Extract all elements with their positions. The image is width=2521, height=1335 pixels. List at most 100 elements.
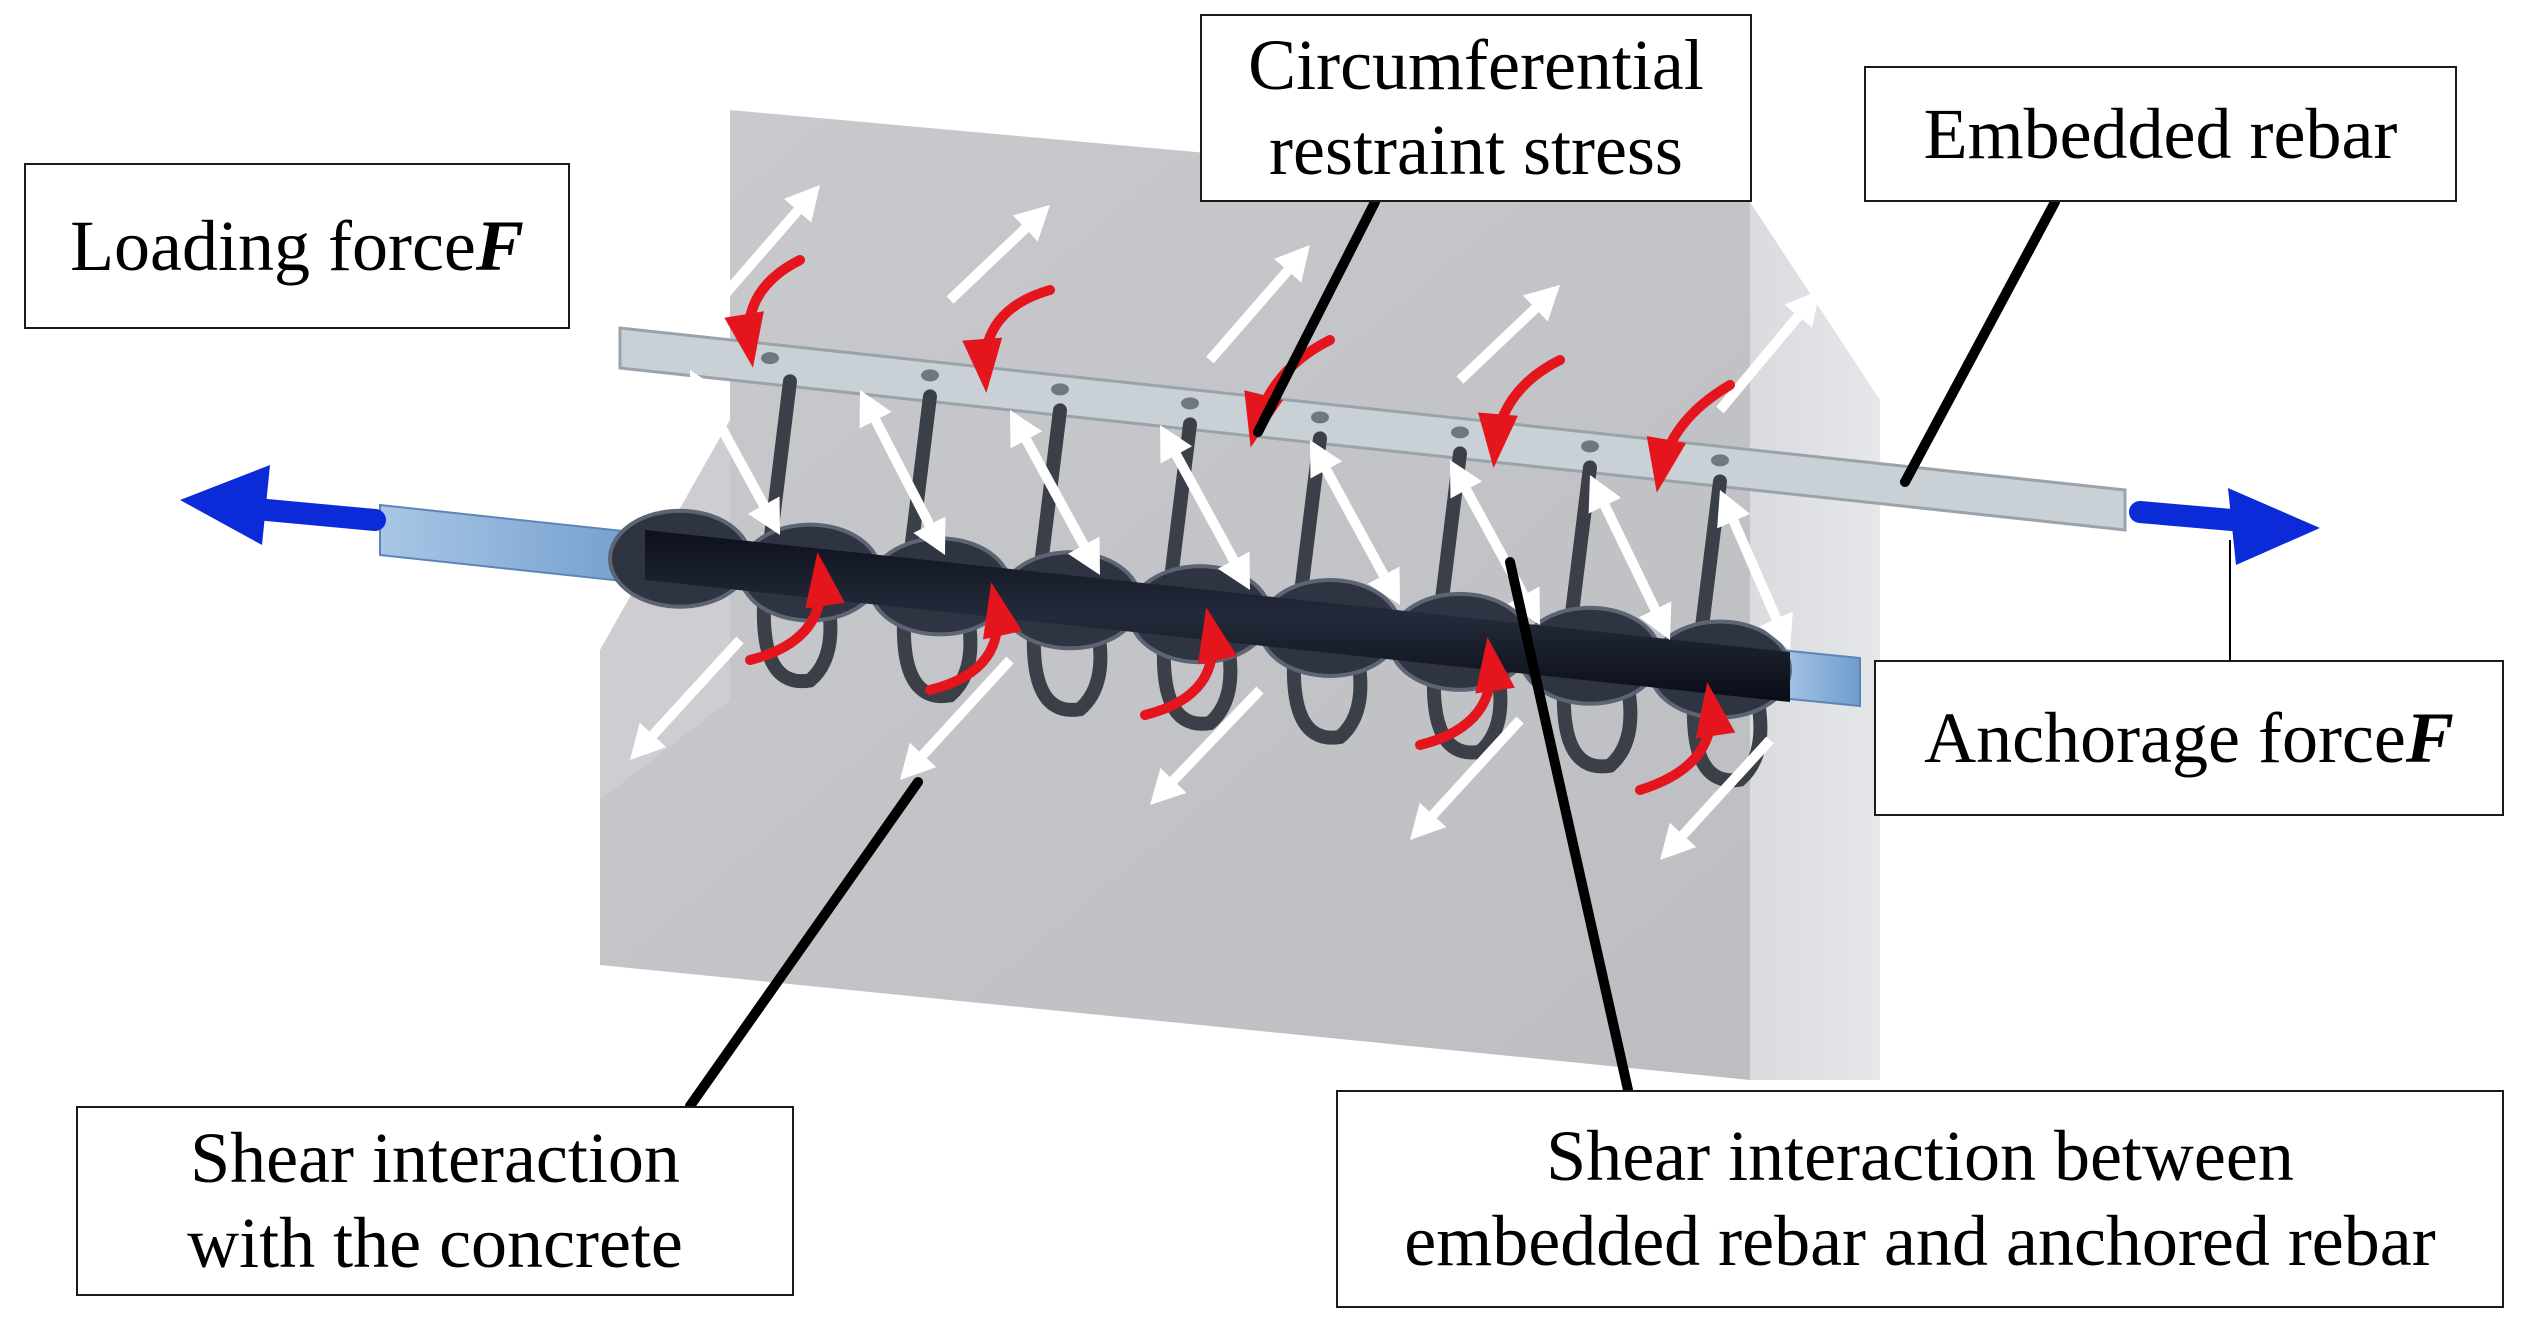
rotation-arrow bbox=[1140, 607, 1238, 720]
stress-arrow-shaft bbox=[868, 412, 937, 533]
rotation-arrow-head bbox=[1646, 436, 1687, 493]
stress-arrow-head bbox=[1160, 425, 1193, 464]
stress-arrow-head bbox=[1410, 802, 1447, 840]
embedded-rebar-plate bbox=[618, 326, 2127, 532]
plate-hole bbox=[1581, 440, 1599, 453]
stress-arrow-shaft bbox=[1716, 308, 1806, 414]
concrete-block-side bbox=[1750, 202, 1880, 1080]
stress-arrow-head bbox=[1067, 536, 1100, 575]
plate-hole bbox=[761, 352, 779, 365]
plate-hole bbox=[1181, 397, 1199, 410]
anchorage-force-arrow bbox=[2129, 488, 2320, 565]
stress-arrow-head bbox=[913, 516, 946, 555]
stress-arrow bbox=[690, 370, 780, 535]
stress-arrow-head bbox=[1010, 410, 1043, 449]
anchored-rebar-core bbox=[645, 530, 1790, 702]
anchorage-force-symbol: F bbox=[2405, 697, 2454, 778]
rotation-arrow-head bbox=[805, 552, 845, 609]
leader-circumferential bbox=[1253, 197, 1380, 437]
stress-arrow bbox=[1588, 475, 1672, 640]
stress-arrow-shaft bbox=[1726, 513, 1784, 627]
stress-arrow-head bbox=[1367, 566, 1400, 605]
stress-arrow-shaft bbox=[1019, 432, 1091, 553]
stress-arrow bbox=[1717, 490, 1793, 650]
leader-lines bbox=[685, 197, 2231, 1111]
stress-arrow-shaft bbox=[1165, 686, 1264, 789]
stress-arrow-head bbox=[1717, 490, 1751, 529]
circumferential-stress-text: Circumferential restraint stress bbox=[1248, 25, 1704, 190]
stress-arrow-shaft bbox=[1675, 736, 1774, 843]
embedded-rebar-label: Embedded rebar bbox=[1864, 66, 2457, 202]
rotation-arrow bbox=[1415, 637, 1515, 750]
rotation-arrow bbox=[1478, 355, 1565, 468]
leader-embedded-rebar bbox=[1900, 197, 2060, 487]
stress-arrow bbox=[1206, 245, 1310, 364]
rotation-arrow-head bbox=[724, 311, 764, 368]
stress-arrow bbox=[1150, 686, 1264, 805]
stress-arrow-head bbox=[1274, 245, 1310, 283]
leader-shear-rebars bbox=[1505, 557, 1633, 1095]
shear-concrete-label: Shear interaction with the concrete bbox=[76, 1106, 794, 1296]
stress-arrow-shaft bbox=[1597, 498, 1663, 617]
stress-arrow bbox=[1010, 410, 1100, 575]
shear-rebars-label: Shear interaction between embedded rebar… bbox=[1336, 1090, 2504, 1308]
stress-arrow-shaft bbox=[1169, 447, 1241, 568]
stress-arrow-head bbox=[1012, 205, 1050, 242]
stress-arrow-shaft bbox=[645, 636, 744, 743]
stress-arrow-head bbox=[900, 742, 937, 780]
stress-arrow-shaft bbox=[1425, 716, 1524, 823]
stress-arrow-head bbox=[859, 390, 892, 429]
stress-arrow-shaft bbox=[1206, 262, 1296, 364]
rotation-arrow-head bbox=[1197, 607, 1238, 665]
rotation-arrow bbox=[962, 285, 1055, 393]
stress-arrow bbox=[630, 636, 744, 760]
stress-arrow bbox=[716, 185, 820, 304]
stress-arrow-head bbox=[1588, 475, 1622, 514]
rotation-arrow bbox=[1646, 380, 1735, 493]
stress-arrow bbox=[1456, 285, 1560, 384]
stress-arrow bbox=[1410, 716, 1524, 840]
rotation-arrow bbox=[1635, 682, 1736, 795]
stress-arrow-shaft bbox=[1456, 300, 1544, 384]
stress-arrow-head bbox=[784, 185, 820, 223]
stress-arrow-shaft bbox=[699, 392, 771, 513]
rotation-arrow bbox=[745, 552, 845, 665]
anchorage-force-label: Anchorage force F bbox=[1874, 660, 2504, 816]
stress-arrow-shaft bbox=[946, 220, 1034, 304]
stress-arrow-shaft bbox=[915, 656, 1014, 763]
embedded-rebar-text: Embedded rebar bbox=[1923, 93, 2398, 174]
anchored-rebar-right-end bbox=[1779, 648, 1861, 708]
stress-arrow bbox=[946, 205, 1050, 304]
stress-arrow-head bbox=[690, 370, 723, 409]
rotation-arrow-head bbox=[1695, 682, 1736, 739]
stress-arrow-head bbox=[1150, 767, 1187, 805]
rotation-arrow-head bbox=[1475, 637, 1515, 694]
shear-rebars-text: Shear interaction between embedded rebar… bbox=[1404, 1116, 2436, 1281]
rotation-arrow bbox=[724, 255, 805, 368]
rotation-arrow bbox=[925, 582, 1023, 695]
stress-arrow-head bbox=[1660, 822, 1697, 860]
loading-force-arrow bbox=[180, 465, 386, 545]
stress-arrow-head bbox=[1522, 285, 1560, 322]
stress-arrow-shaft bbox=[1319, 462, 1391, 583]
anchorage-force-text: Anchorage force bbox=[1924, 697, 2406, 778]
plate-hole bbox=[1451, 426, 1469, 439]
stress-arrow-head bbox=[1759, 611, 1793, 650]
loading-force-label: Loading force F bbox=[24, 163, 570, 329]
stress-arrow bbox=[1160, 425, 1250, 590]
embedded-rebar-holes bbox=[761, 352, 1729, 467]
stress-arrow-head bbox=[1638, 601, 1672, 640]
stress-arrow bbox=[1716, 290, 1820, 414]
stress-arrow-head bbox=[1217, 551, 1250, 590]
stress-arrow-head bbox=[630, 722, 667, 760]
stress-arrow-head bbox=[1310, 440, 1343, 479]
stress-arrows bbox=[630, 185, 1820, 860]
circumferential-stress-label: Circumferential restraint stress bbox=[1200, 14, 1752, 202]
stress-arrow-head bbox=[1784, 290, 1820, 328]
loading-force-text: Loading force bbox=[70, 205, 476, 286]
stress-arrow bbox=[900, 656, 1014, 780]
stress-arrow-head bbox=[747, 496, 780, 535]
stress-arrow-shaft bbox=[716, 202, 806, 304]
rotation-arrow-head bbox=[1478, 412, 1518, 468]
